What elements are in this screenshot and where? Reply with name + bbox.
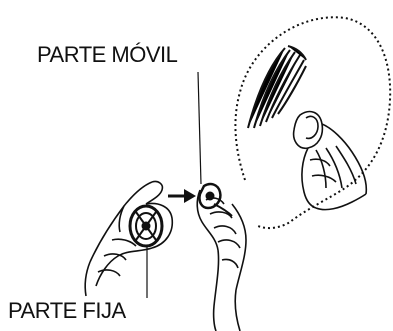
fixed-part-label: PARTE FIJA [8, 300, 126, 322]
magnified-hand [294, 112, 367, 210]
moving-part-label: PARTE MÓVIL [37, 44, 177, 66]
magnifier-bubble [235, 17, 390, 228]
leader-line-moving [198, 72, 201, 184]
right-hand [197, 190, 246, 331]
moving-part [199, 184, 232, 216]
hatched-area [248, 46, 306, 128]
fixed-part-coil [130, 206, 162, 246]
direction-arrow [168, 189, 196, 203]
